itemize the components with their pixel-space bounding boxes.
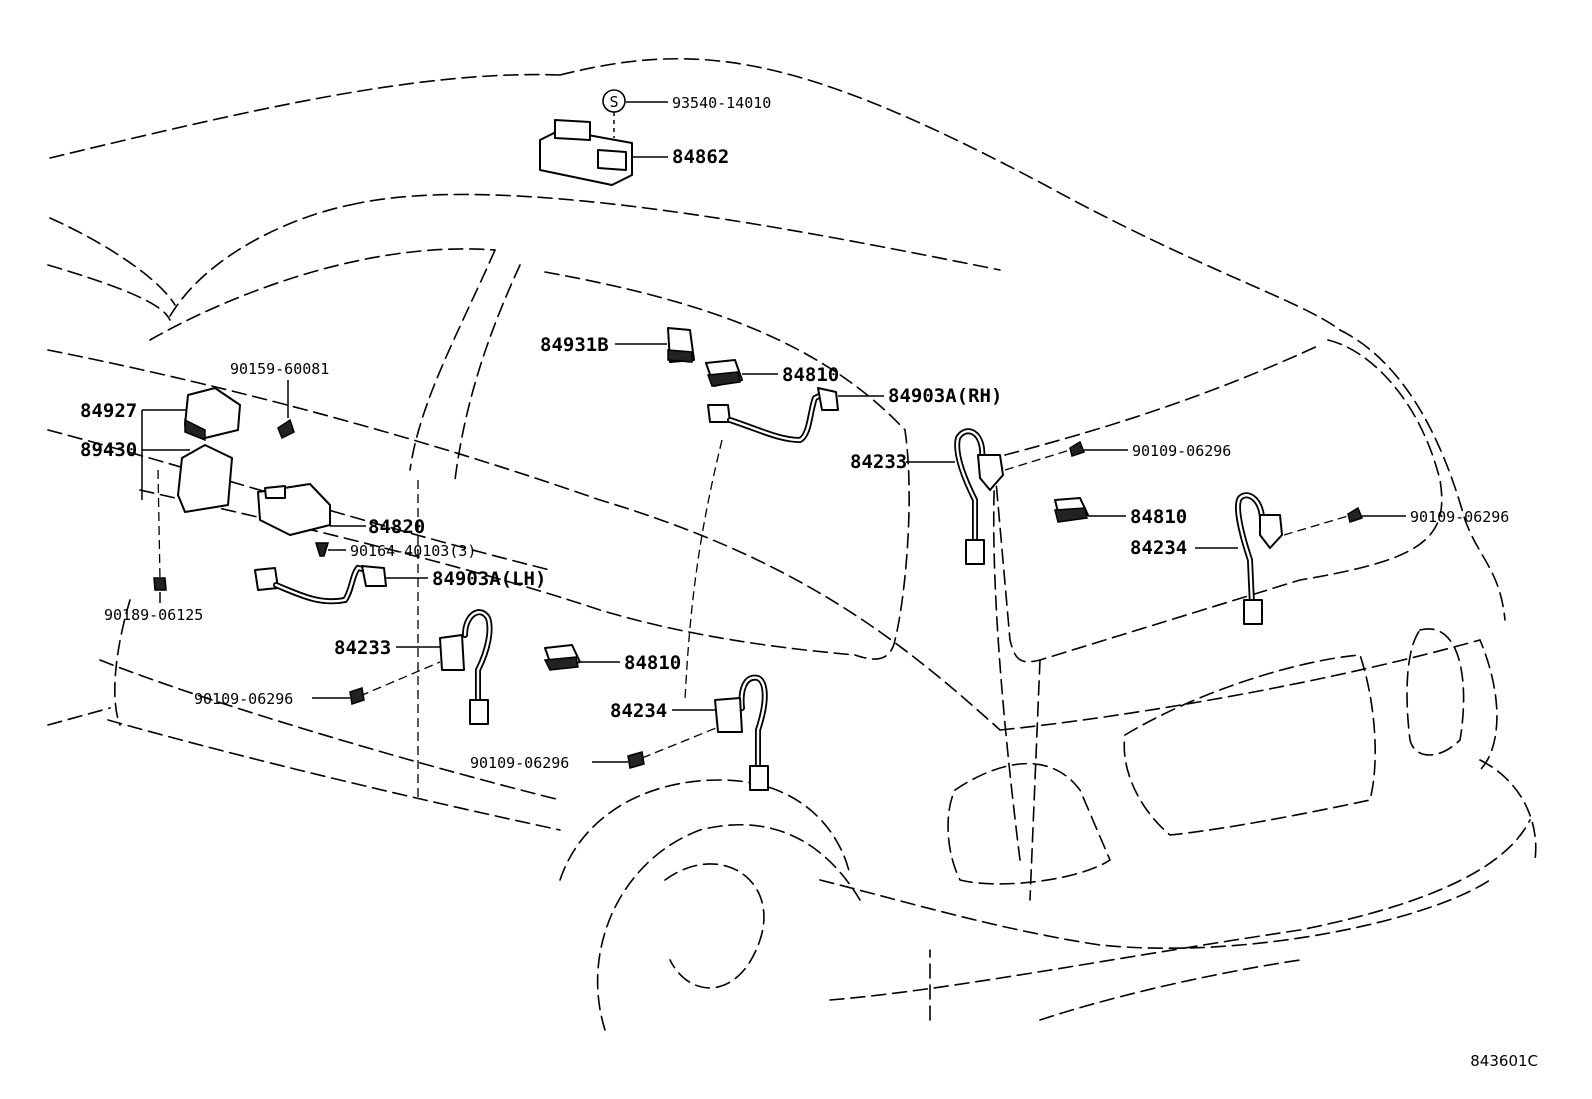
harness-84903A-RH xyxy=(707,387,839,444)
switch-84810-top xyxy=(705,359,743,387)
sensor-84234-right xyxy=(1235,492,1283,625)
label-84903A-RH: 84903A(RH) xyxy=(888,385,1002,407)
bolt-90109-06296-far-right xyxy=(1347,506,1363,523)
sensor-84233-left xyxy=(439,609,493,725)
label-84234-mid: 84234 xyxy=(610,700,667,722)
label-84810-mid: 84810 xyxy=(624,652,681,674)
label-90109-06296-mid: 90109-06296 xyxy=(470,754,569,772)
switch-84810-right xyxy=(1054,497,1089,523)
svg-text:S: S xyxy=(609,93,618,111)
label-84927: 84927 xyxy=(80,400,137,422)
bolt-90109-06296-right-top xyxy=(1069,440,1085,457)
label-90189-06125: 90189-06125 xyxy=(104,606,203,624)
sensor-84234-mid xyxy=(714,674,769,791)
bolt-90109-06296-mid xyxy=(627,751,645,769)
label-90109-06296-far-right: 90109-06296 xyxy=(1410,508,1509,526)
bolt-90159-60081 xyxy=(277,418,295,440)
bolt-90109-06296-left xyxy=(349,687,365,705)
vehicle-outline xyxy=(47,57,1537,1031)
sensor-84233-right xyxy=(954,428,1004,565)
label-84810-top: 84810 xyxy=(782,364,839,386)
label-89430: 89430 xyxy=(80,439,137,461)
computer-89430 xyxy=(177,444,233,513)
figure-code: 843601C xyxy=(1470,1052,1538,1070)
label-90109-06296-left: 90109-06296 xyxy=(194,690,293,708)
label-93540-14010: 93540-14010 xyxy=(672,94,771,112)
label-84820: 84820 xyxy=(368,516,425,538)
clip-90189-06125 xyxy=(153,577,167,591)
label-84931B: 84931B xyxy=(540,334,609,356)
screw-90164-40103 xyxy=(314,542,330,557)
label-90159-60081: 90159-60081 xyxy=(230,360,329,378)
label-84862: 84862 xyxy=(672,146,729,168)
s-mark-icon: S xyxy=(602,89,626,113)
label-90109-06296-right-top: 90109-06296 xyxy=(1132,442,1231,460)
label-84233-right: 84233 xyxy=(850,451,907,473)
callout-labels: 93540-14010 84862 84931B 84810 84903A(RH… xyxy=(80,94,1509,772)
label-84810-right: 84810 xyxy=(1130,506,1187,528)
label-84903A-LH: 84903A(LH) xyxy=(432,568,546,590)
label-84234-right: 84234 xyxy=(1130,537,1187,559)
connector-84931B xyxy=(667,327,695,363)
label-90164-40103: 90164-40103(3) xyxy=(350,542,476,560)
switch-84820 xyxy=(257,483,331,536)
module-84862 xyxy=(539,112,633,186)
harness-84903A-LH xyxy=(254,564,387,605)
label-84233-left: 84233 xyxy=(334,637,391,659)
switch-84810-mid xyxy=(543,644,581,671)
switch-84927 xyxy=(184,387,241,442)
